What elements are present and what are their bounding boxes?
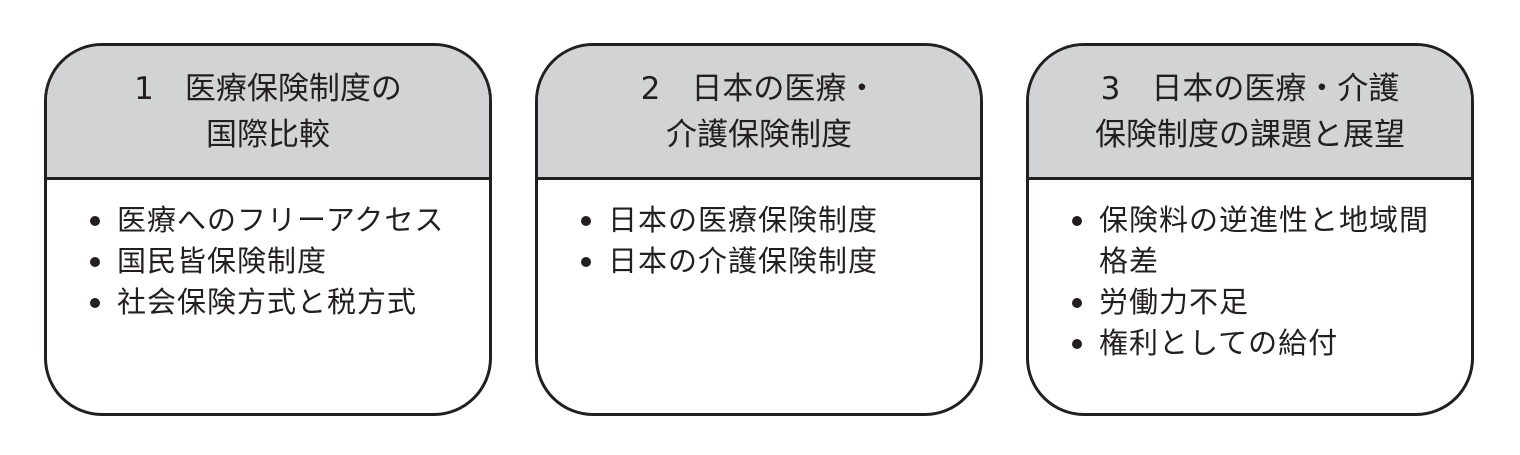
box-header: 2 日本の医療・ 介護保険制度 [538, 46, 980, 180]
list-item: 保険料の逆進性と地域間格差 [1069, 200, 1471, 282]
list-item: 医療へのフリーアクセス [87, 200, 489, 241]
bullet-list: 医療へのフリーアクセス 国民皆保険制度 社会保険方式と税方式 [47, 180, 489, 323]
list-item: 社会保険方式と税方式 [87, 282, 489, 323]
bullet-list: 保険料の逆進性と地域間格差 労働力不足 権利としての給付 [1029, 180, 1471, 364]
topic-box-1: 1 医療保険制度の 国際比較 医療へのフリーアクセス 国民皆保険制度 社会保険方… [44, 43, 492, 416]
list-item: 労働力不足 [1069, 282, 1471, 323]
list-item: 日本の医療保険制度 [578, 200, 980, 241]
box-title-line: 1 医療保険制度の [134, 70, 402, 107]
list-item: 日本の介護保険制度 [578, 241, 980, 282]
box-title-line: 国際比較 [206, 116, 330, 153]
topic-box-3: 3 日本の医療・介護 保険制度の課題と展望 保険料の逆進性と地域間格差 労働力不… [1026, 43, 1474, 416]
box-title-line: 2 日本の医療・ [640, 70, 878, 107]
box-title-line: 介護保険制度 [666, 116, 852, 153]
list-item: 権利としての給付 [1069, 323, 1471, 364]
topic-box-2: 2 日本の医療・ 介護保険制度 日本の医療保険制度 日本の介護保険制度 [535, 43, 983, 416]
box-header: 1 医療保険制度の 国際比較 [47, 46, 489, 180]
box-header: 3 日本の医療・介護 保険制度の課題と展望 [1029, 46, 1471, 180]
bullet-list: 日本の医療保険制度 日本の介護保険制度 [538, 180, 980, 282]
list-item: 国民皆保険制度 [87, 241, 489, 282]
box-title-line: 保険制度の課題と展望 [1095, 116, 1405, 153]
box-title-line: 3 日本の医療・介護 [1100, 70, 1400, 107]
